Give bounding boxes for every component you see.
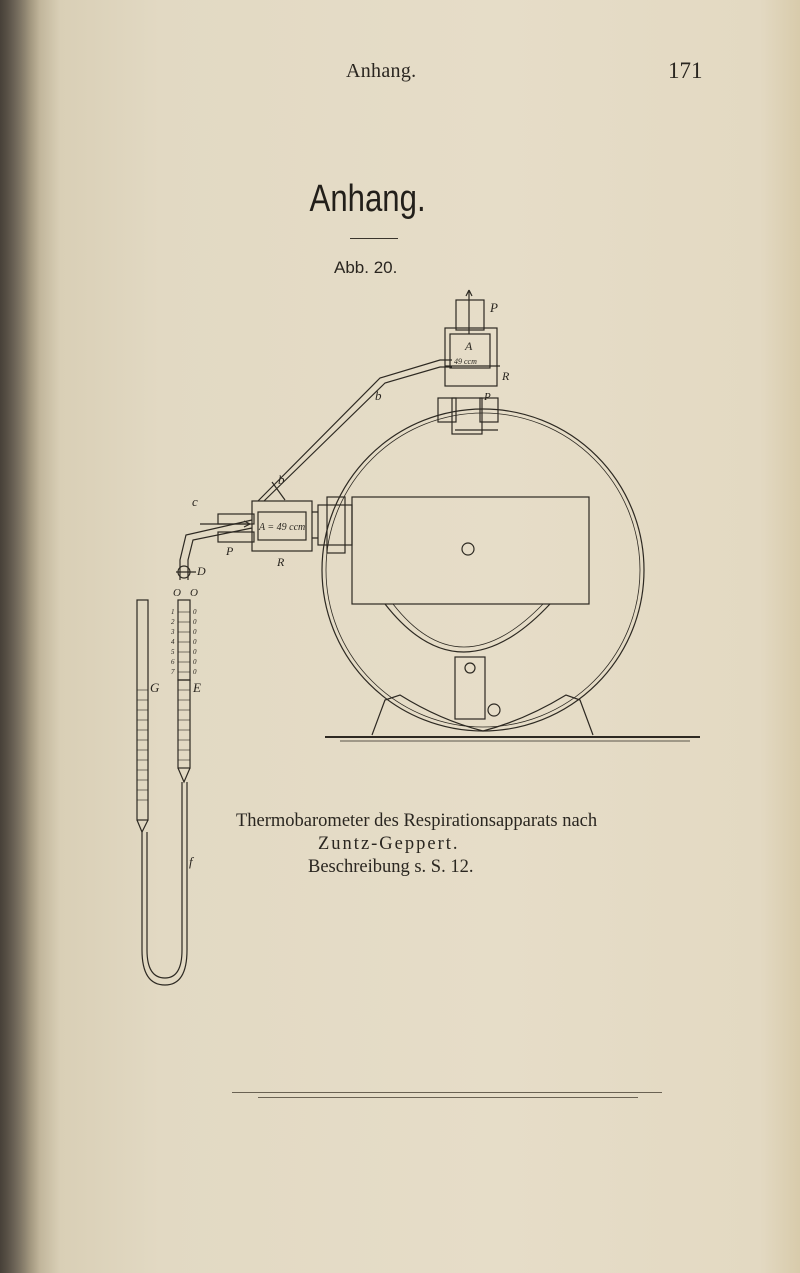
label-f: f — [189, 854, 195, 869]
label-D: D — [196, 564, 206, 578]
scale-numbers: 1 2 3 4 5 6 7 — [170, 608, 175, 676]
inner-vessel — [351, 496, 590, 605]
spine-shadow — [0, 0, 40, 1273]
inner-bowl — [384, 603, 551, 653]
inner-stem — [454, 656, 486, 720]
label-A-left: A = 49 ccm — [258, 522, 305, 533]
scale-number: 1 — [171, 608, 175, 616]
label-A-top: A — [464, 339, 473, 353]
scale-number: 3 — [170, 628, 175, 636]
top-chamber-A — [449, 333, 491, 369]
page-number: 171 — [668, 58, 703, 83]
scale-number: 4 — [171, 638, 175, 646]
label-R-right: R — [501, 369, 510, 383]
tube-c — [179, 519, 253, 580]
figure-label: Abb. 20. — [334, 258, 398, 277]
label-G: G — [150, 680, 160, 695]
caption-line-1: Thermobarometer des Respirationsapparats… — [236, 811, 598, 831]
scale-number: 7 — [171, 668, 175, 676]
caption-line-3: Beschreibung s. S. 12. — [308, 857, 474, 877]
label-O-left: O — [173, 587, 181, 599]
left-chamber-A — [257, 511, 307, 541]
label-R-left: R — [276, 555, 285, 569]
section-title: Anhang. — [309, 178, 426, 220]
running-head: Anhang. — [346, 60, 417, 82]
label-P-top: P — [489, 300, 498, 315]
scale-zero: 0 — [193, 608, 197, 616]
scale-zero: 0 — [193, 638, 197, 646]
figure-caption: Thermobarometer des Respirationsapparats… — [236, 810, 636, 879]
scale-zeros: 0 0 0 0 0 0 0 — [193, 608, 197, 676]
u-bend-tube — [141, 949, 188, 986]
scale-number: 6 — [171, 658, 175, 666]
base-stand — [371, 694, 594, 736]
bottom-rule — [232, 1092, 662, 1093]
scale-number: 5 — [171, 648, 175, 656]
label-c: c — [192, 494, 198, 509]
label-A-top-volume: 49 ccm — [454, 357, 477, 366]
title-rule — [350, 238, 398, 239]
label-b-lower: b — [278, 472, 285, 487]
scale-zero: 0 — [193, 648, 197, 656]
scale-zero: 0 — [193, 658, 197, 666]
scale-number: 2 — [171, 618, 175, 626]
label-P-right: P — [483, 391, 491, 403]
bottom-rule — [258, 1097, 638, 1098]
caption-line-2: Zuntz-Geppert. — [318, 834, 460, 854]
label-E: E — [192, 680, 201, 695]
tube-b — [257, 359, 452, 502]
sphere-vessel — [321, 408, 645, 732]
label-b-upper: b — [375, 388, 382, 403]
scale-zero: 0 — [193, 668, 197, 676]
scale-zero: 0 — [193, 628, 197, 636]
label-O-right: O — [190, 587, 198, 599]
label-P-left: P — [225, 544, 234, 558]
scale-zero: 0 — [193, 618, 197, 626]
